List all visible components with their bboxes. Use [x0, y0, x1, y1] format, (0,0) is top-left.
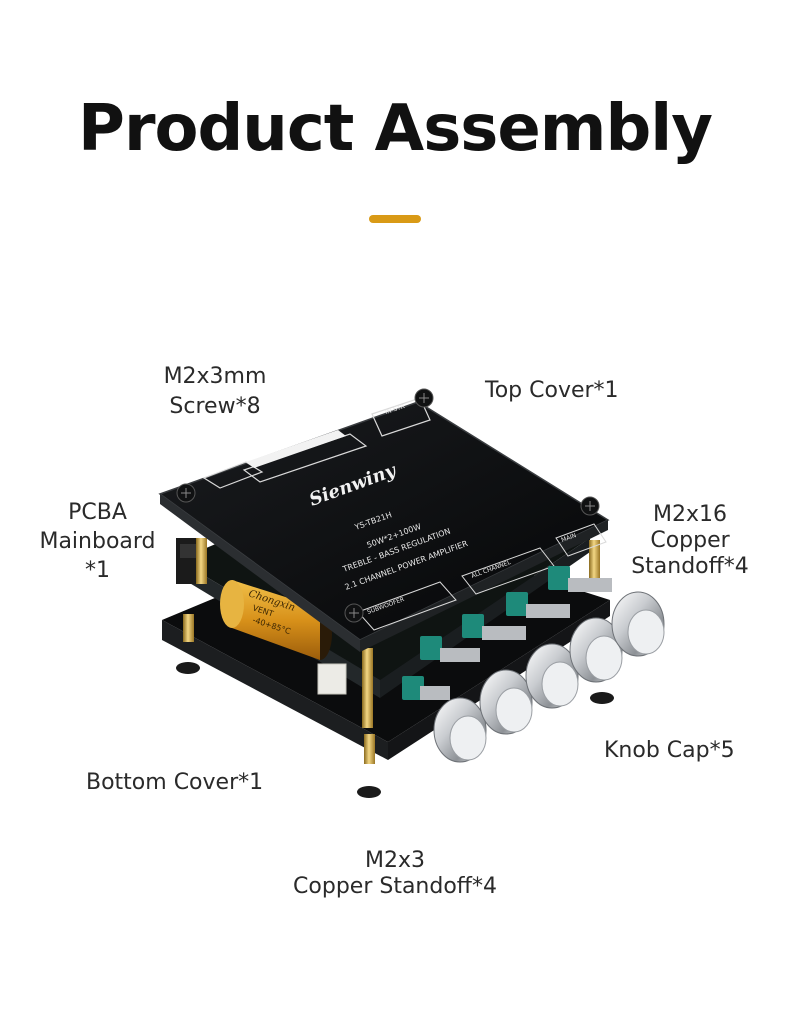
label-screw-line1: M2x3mm [163, 364, 267, 389]
label-knob-cap: Knob Cap*5 [604, 738, 735, 763]
knob-cap-1 [402, 676, 487, 763]
label-m2x3-line1: M2x3 [365, 848, 425, 873]
label-top-cover: Top Cover*1 [485, 378, 619, 403]
label-m2x16-line3: Standoff*4 [631, 554, 749, 579]
label-m2x3-standoff: M2x3 Copper Standoff*4 [260, 848, 530, 900]
top-screws [176, 388, 600, 623]
label-bottom-cover: Bottom Cover*1 [86, 770, 264, 795]
label-screw-line2: Screw*8 [169, 394, 261, 419]
label-pcba-line1: PCBA [68, 500, 127, 525]
tall-copper-standoffs [196, 538, 600, 728]
label-m2x16-line2: Copper [650, 528, 730, 553]
page-title: Product Assembly [78, 92, 713, 166]
svg-text:MAIN: MAIN [560, 532, 577, 544]
top-cover: IN-STR Sienwiny YS-TB21H 50W*2+100W TREB… [158, 397, 610, 652]
knob-cap-4 [506, 592, 623, 683]
knob-cap-3 [462, 614, 579, 709]
title-accent-bar [369, 215, 421, 223]
label-pcba: PCBA Mainboard *1 [30, 500, 165, 584]
knob-cap-2 [420, 636, 533, 735]
label-m2x16-line1: M2x16 [653, 502, 727, 527]
knob-cap-5 [548, 566, 665, 657]
label-pcba-line3: *1 [85, 558, 110, 583]
label-screw: M2x3mm Screw*8 [150, 364, 280, 420]
capacitor: Chongxin VENT -40+85°C [220, 580, 332, 660]
label-pcba-line2: Mainboard [39, 529, 156, 554]
label-m2x16-standoff: M2x16 Copper Standoff*4 [620, 502, 760, 580]
bottom-screws [176, 662, 614, 798]
label-m2x3-line2: Copper Standoff*4 [293, 874, 497, 899]
